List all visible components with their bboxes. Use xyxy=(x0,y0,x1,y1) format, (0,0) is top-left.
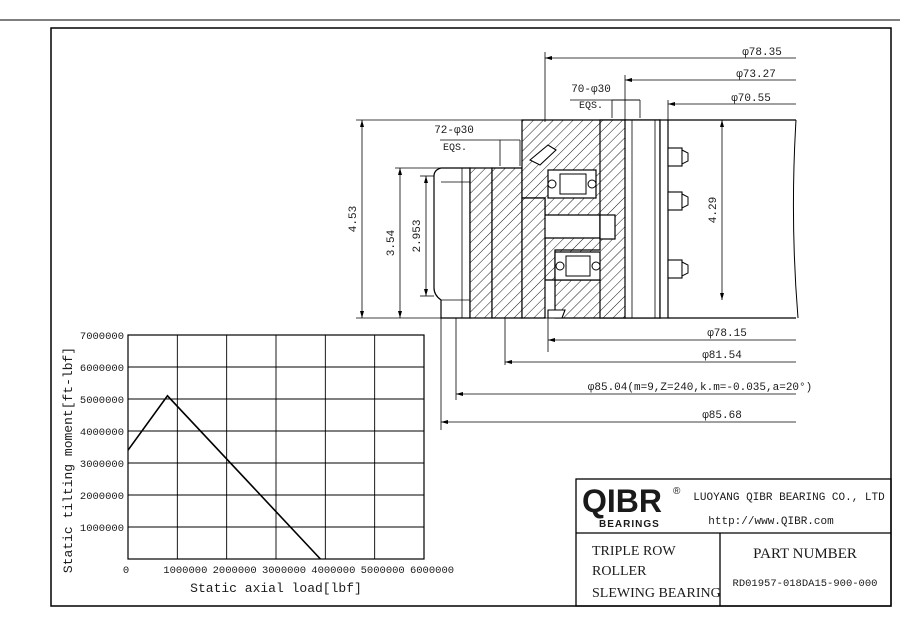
dim-2-953: 2.953 xyxy=(412,219,424,252)
chart-grid xyxy=(127,334,425,560)
chart-series-line xyxy=(127,394,321,560)
drawing-border xyxy=(50,27,892,607)
chart-y-tick-label: 6000000 xyxy=(80,363,124,375)
dim-85-04-gear: φ85.04(m=9,Z=240,k.m=-0.035,a=20°) xyxy=(588,382,812,394)
bearing-section xyxy=(433,119,799,319)
chart-x-axis-label: Static axial load[lbf] xyxy=(190,581,362,596)
outer-holes-count: 70-φ30 xyxy=(571,84,611,96)
dim-3-54: 3.54 xyxy=(386,229,398,256)
product-line-3: SLEWING BEARING xyxy=(592,586,721,601)
dim-78-35: φ78.35 xyxy=(742,47,782,59)
top-seal xyxy=(529,144,557,166)
lower-roller xyxy=(554,251,601,281)
dimension-labels: φ78.35 φ73.27 φ70.55 70-φ30 EQS. 72-φ30 … xyxy=(348,47,812,422)
company-website[interactable]: http://www.QIBR.com xyxy=(708,516,834,528)
part-number-label: PART NUMBER xyxy=(753,546,857,562)
chart-x-tick-label: 4000000 xyxy=(311,565,355,577)
gear-teeth-profile xyxy=(433,167,471,319)
chart-x-ticks: 0 1000000 2000000 3000000 4000000 5000000 6000… xyxy=(123,565,454,577)
dim-4-29: 4.29 xyxy=(708,197,720,223)
load-capacity-chart: 1000000 2000000 3000000 4000000 5000000 60000… xyxy=(61,331,454,596)
radial-roller xyxy=(599,214,616,240)
inner-holes-count: 72-φ30 xyxy=(434,125,474,137)
bolt-heads xyxy=(667,147,689,279)
chart-y-tick-label: 7000000 xyxy=(80,331,124,343)
chart-y-tick-label: 1000000 xyxy=(80,523,124,535)
dim-4-53: 4.53 xyxy=(348,206,360,232)
product-line-2: ROLLER xyxy=(592,564,647,579)
chart-x-tick-label: 6000000 xyxy=(410,565,454,577)
qibr-logo: QIBR ® BEARINGS xyxy=(582,483,681,530)
logo-registered-mark: ® xyxy=(673,486,681,497)
chart-x-tick-label: 3000000 xyxy=(262,565,306,577)
chart-x-tick-label: 2000000 xyxy=(213,565,257,577)
break-line xyxy=(792,119,799,319)
title-block: QIBR ® BEARINGS LUOYANG QIBR BEARING CO.… xyxy=(575,478,892,607)
chart-y-ticks: 1000000 2000000 3000000 4000000 5000000 60000… xyxy=(80,331,124,535)
part-number-value: RD01957-018DA15-900-000 xyxy=(733,578,878,590)
chart-y-axis-label: Static tilting moment[ft-lbf] xyxy=(61,347,76,573)
company-name: LUOYANG QIBR BEARING CO., LTD xyxy=(693,492,885,504)
upper-roller xyxy=(547,169,597,199)
chart-x-tick-label: 0 xyxy=(123,565,129,577)
dim-73-27: φ73.27 xyxy=(736,69,776,81)
bottom-seal xyxy=(547,309,566,319)
dim-78-15: φ78.15 xyxy=(707,328,747,340)
inner-holes-eqs: EQS. xyxy=(443,143,467,154)
logo-subtext: BEARINGS xyxy=(599,519,660,530)
dim-85-68: φ85.68 xyxy=(702,410,742,422)
logo-text: QIBR xyxy=(582,483,662,519)
chart-y-tick-label: 4000000 xyxy=(80,427,124,439)
chart-y-tick-label: 2000000 xyxy=(80,491,124,503)
inner-ring xyxy=(491,167,523,319)
chart-y-tick-label: 5000000 xyxy=(80,395,124,407)
chart-x-tick-label: 1000000 xyxy=(163,565,207,577)
product-line-1: TRIPLE ROW xyxy=(592,544,676,559)
dim-70-55: φ70.55 xyxy=(731,93,771,105)
outer-holes-eqs: EQS. xyxy=(579,101,603,112)
chart-y-tick-label: 3000000 xyxy=(80,459,124,471)
chart-x-tick-label: 5000000 xyxy=(361,565,405,577)
dimension-lines xyxy=(356,52,796,430)
dim-81-54: φ81.54 xyxy=(702,350,742,362)
